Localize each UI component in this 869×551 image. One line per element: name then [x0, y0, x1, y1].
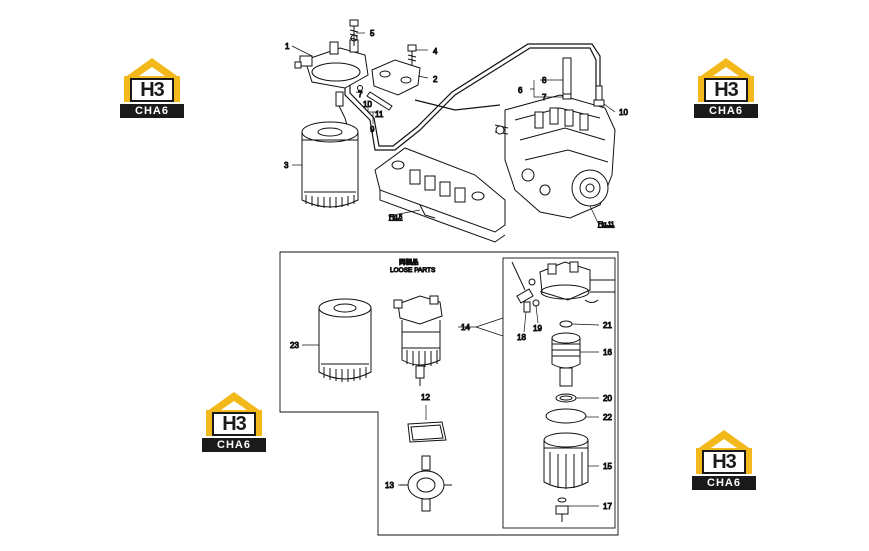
- loose-parts-label-jp: 同梱品: [399, 257, 419, 266]
- gasket-part-12: [407, 421, 447, 443]
- loose-parts-frame: [279, 251, 619, 536]
- injection-pump-fig11: [494, 94, 616, 219]
- callout-7-top: 7: [358, 90, 363, 99]
- filter-head-exploded: [539, 261, 615, 303]
- pipe-part-11: [366, 91, 393, 111]
- pipe-part-8: [562, 57, 572, 100]
- leader-lines-top: [291, 32, 616, 224]
- callout-17: 17: [603, 502, 612, 511]
- callout-5: 5: [370, 29, 375, 38]
- callout-2: 2: [433, 75, 438, 84]
- logo-mark: H3: [212, 412, 256, 436]
- filter-cartridge-part-23: [318, 298, 372, 382]
- o-ring-part-21: [559, 320, 573, 328]
- bolt-part-5: [349, 19, 359, 46]
- filter-cartridge-top: [301, 121, 359, 208]
- logo-text: CHA6: [694, 104, 758, 118]
- fuel-pipes: [344, 43, 601, 151]
- callout-19: 19: [533, 324, 542, 333]
- bracket-part-2: [371, 59, 421, 96]
- callout-20: 20: [603, 394, 612, 403]
- callout-10-top: 10: [363, 100, 372, 109]
- callout-21: 21: [603, 321, 612, 330]
- logo-mark: H3: [702, 450, 746, 474]
- seal-part-22: [545, 408, 587, 424]
- drain-plug-part-17: [555, 497, 569, 522]
- fig-ref-5[interactable]: Fig.5: [389, 215, 404, 222]
- logo-text: CHA6: [692, 476, 756, 490]
- callout-23: 23: [290, 341, 299, 350]
- fig-ref-11[interactable]: Fig.11: [598, 222, 616, 229]
- callout-16: 16: [603, 348, 612, 357]
- callout-9: 9: [370, 125, 375, 134]
- logo-text: CHA6: [202, 438, 266, 452]
- element-part-16: [551, 332, 581, 387]
- small-fittings-18-19: [511, 261, 540, 313]
- ring-part-20: [555, 393, 577, 403]
- logo-text: CHA6: [120, 104, 184, 118]
- callout-22: 22: [603, 413, 612, 422]
- fitting-part-10-right: [593, 85, 605, 107]
- callout-1: 1: [285, 42, 290, 51]
- watermark-logo: H3 CHA6: [120, 58, 184, 120]
- bowl-part-15: [543, 432, 589, 489]
- callout-4: 4: [433, 47, 438, 56]
- callout-7-right: 7: [542, 93, 547, 102]
- callout-labels: 1 2 3 4 5 6 7 7 8 9 10 10 11 12 13 14 15…: [284, 29, 629, 512]
- callout-8: 8: [542, 76, 547, 85]
- callout-14: 14: [461, 323, 470, 332]
- watermark-logo: H3 CHA6: [692, 430, 756, 492]
- watermark-logo: H3 CHA6: [202, 392, 266, 454]
- callout-3: 3: [284, 161, 289, 170]
- watermark-logo: H3 CHA6: [694, 58, 758, 120]
- logo-mark: H3: [130, 78, 174, 102]
- filter-head-top: [294, 34, 369, 89]
- priming-pump-part-13: [400, 455, 452, 512]
- callout-15: 15: [603, 462, 612, 471]
- callout-11: 11: [375, 110, 384, 119]
- leader-lines-bottom: [302, 305, 600, 507]
- filter-assembly-part-14: [393, 295, 443, 386]
- logo-mark: H3: [704, 78, 748, 102]
- callout-10-right: 10: [619, 108, 628, 117]
- callout-12: 12: [421, 393, 430, 402]
- callout-13: 13: [385, 481, 394, 490]
- callout-18: 18: [517, 333, 526, 342]
- loose-parts-label-en: LOOSE PARTS: [390, 267, 436, 274]
- callout-6: 6: [518, 86, 523, 95]
- intake-manifold-fig5: [374, 147, 506, 243]
